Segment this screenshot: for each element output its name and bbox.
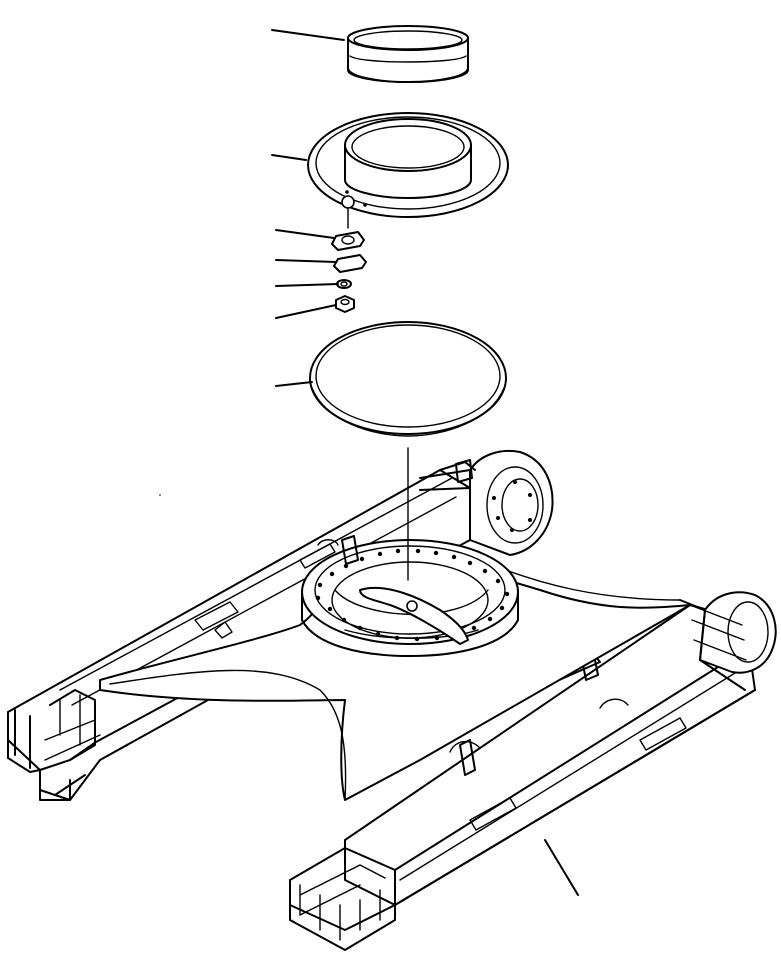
- leader-lower-gasket-ring: [275, 381, 313, 387]
- track-frame: [7, 450, 777, 951]
- upper-seal-ring: [347, 25, 469, 83]
- leader-lock-washer: [275, 283, 339, 287]
- lower-gasket-ring: [309, 321, 507, 437]
- leader-retainer-plate: [275, 229, 335, 239]
- leader-shim-plate: [275, 259, 337, 263]
- leader-upper-seal-ring: [271, 29, 345, 41]
- shim-plate: [333, 254, 367, 273]
- retainer-plate: [331, 231, 365, 251]
- leader-flanged-cover-plate: [271, 154, 307, 161]
- bolt-nut: [335, 295, 355, 313]
- speck: [159, 494, 161, 496]
- leader-bolt-nut: [275, 304, 337, 319]
- flanged-cover-plate: [307, 112, 509, 229]
- lock-washer: [336, 279, 352, 289]
- leader-lines: [271, 29, 579, 896]
- leader-track-frame: [544, 839, 579, 896]
